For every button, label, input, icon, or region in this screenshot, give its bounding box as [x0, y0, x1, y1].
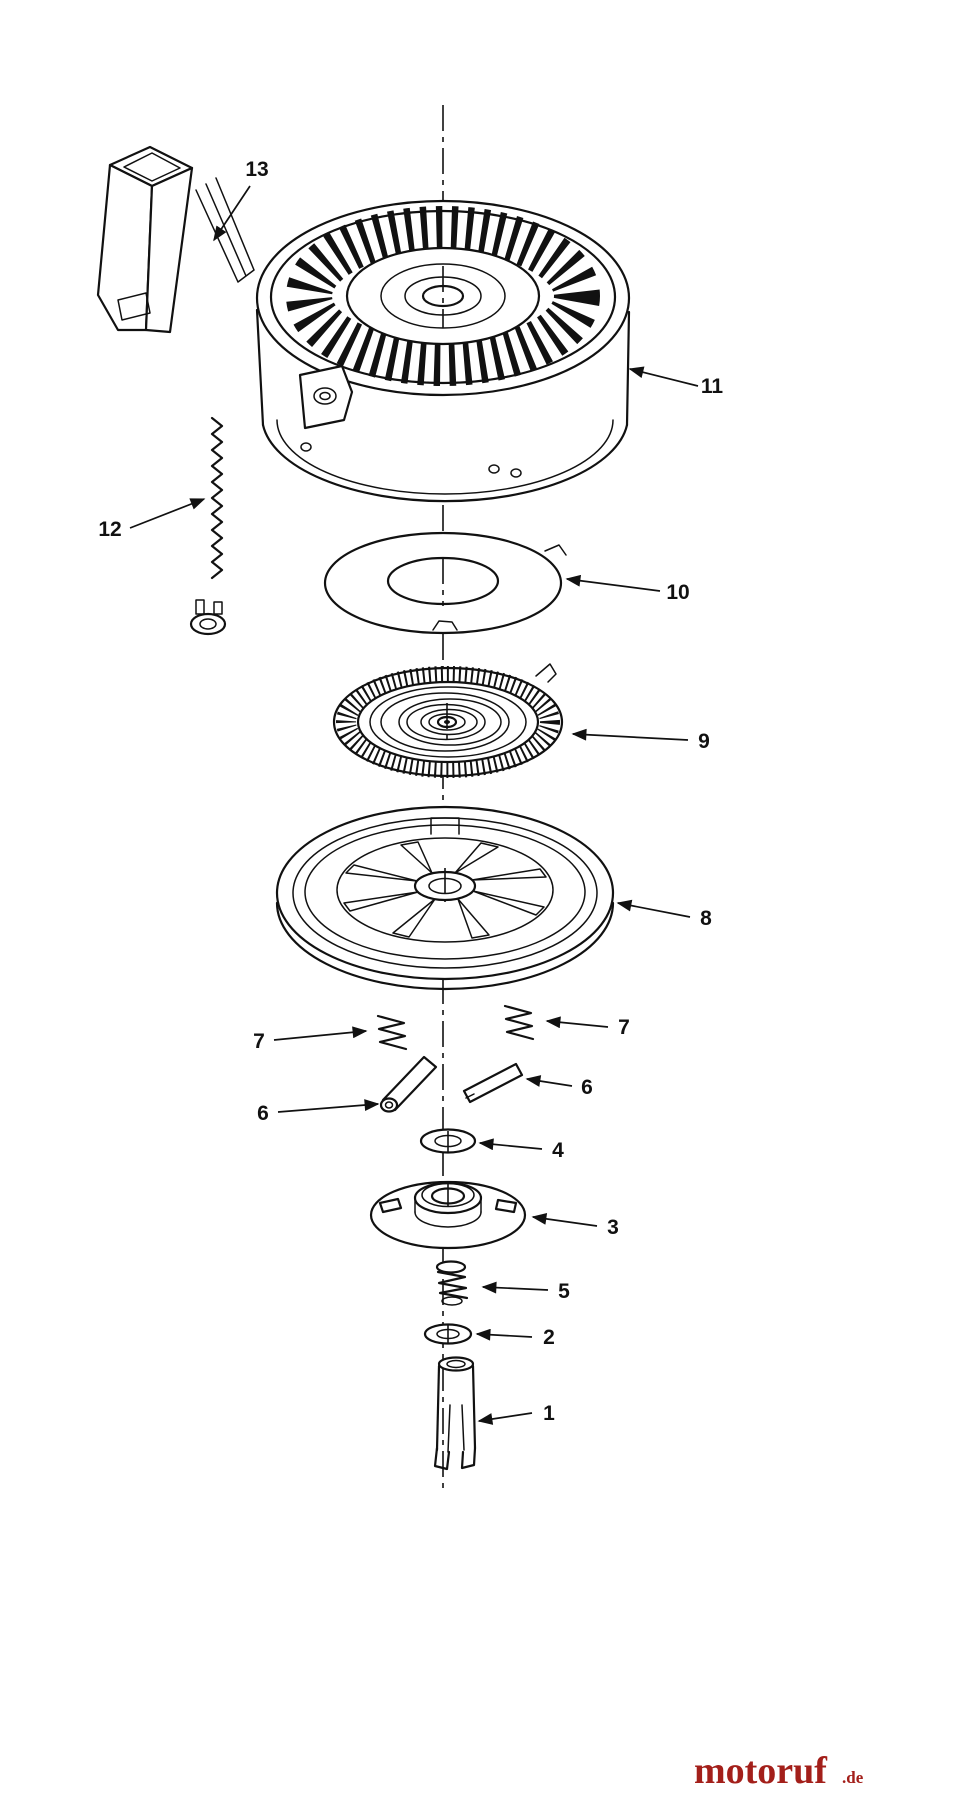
leader-line-1	[477, 1412, 533, 1425]
part-label-11: 11	[701, 375, 724, 398]
part-9-recoil-spring	[332, 663, 564, 778]
part-7-pawl-spring-right	[503, 1004, 535, 1041]
part-label-3: 3	[607, 1216, 619, 1239]
part-label-7-right: 7	[618, 1016, 630, 1039]
part-label-7-left: 7	[253, 1030, 265, 1053]
leader-line-8	[616, 899, 691, 918]
part-12-starter-rope	[210, 416, 224, 580]
leader-line-5	[481, 1281, 549, 1294]
leader-line-3	[531, 1212, 598, 1227]
part-label-13: 13	[245, 158, 268, 181]
part-label-1: 1	[543, 1402, 555, 1425]
part-11-recoil-housing	[255, 199, 631, 503]
part-10-friction-plate	[323, 531, 567, 635]
part-13-starter-handle	[96, 145, 255, 334]
part-3-retainer-plate	[369, 1180, 527, 1250]
leader-line-12	[129, 498, 206, 529]
part-8-pulley	[275, 805, 615, 991]
part-7-pawl-spring-left	[376, 1014, 408, 1051]
part-label-8: 8	[700, 907, 712, 930]
leader-line-11	[628, 366, 699, 387]
part-2-washer	[423, 1323, 473, 1345]
part-label-5: 5	[558, 1280, 570, 1303]
leader-line-6-right	[525, 1075, 573, 1087]
leader-line-10	[565, 574, 661, 592]
part-5-brake-spring	[435, 1260, 469, 1306]
part-label-2: 2	[543, 1326, 555, 1349]
leader-line-6-left	[277, 1099, 380, 1113]
part-labels: 13 11 12 10 9 8 7 7 6 6 4 3 5 2 1	[98, 158, 723, 1425]
part-1-starter-shaft	[433, 1356, 477, 1471]
leader-lines	[129, 185, 699, 1425]
leader-line-7-right	[545, 1016, 609, 1029]
watermark-suffix: .de	[842, 1768, 864, 1787]
part-label-9: 9	[698, 730, 710, 753]
part-6-pawl-left	[379, 1055, 438, 1113]
part-label-6-left: 6	[257, 1102, 269, 1125]
leader-line-13	[213, 185, 251, 242]
watermark: motoruf .de	[694, 1750, 864, 1792]
part-4-washer	[419, 1128, 477, 1154]
watermark-brand: motoruf	[694, 1750, 828, 1792]
part-label-4: 4	[552, 1139, 564, 1162]
leader-line-4	[478, 1138, 543, 1151]
leader-line-9	[571, 728, 689, 741]
part-label-10: 10	[666, 581, 689, 604]
part-label-12: 12	[98, 518, 121, 541]
leader-line-7-left	[273, 1026, 368, 1041]
leader-line-2	[475, 1328, 533, 1341]
part-label-6-right: 6	[581, 1076, 593, 1099]
rope-clip	[189, 599, 227, 636]
part-6-pawl-right	[462, 1062, 524, 1104]
